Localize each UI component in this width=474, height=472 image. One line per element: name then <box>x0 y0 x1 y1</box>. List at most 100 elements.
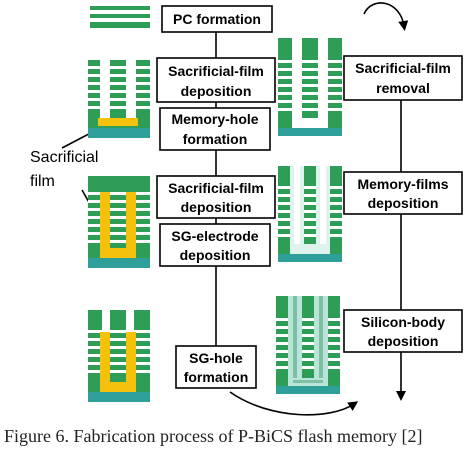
step-silicon-body-deposition: Silicon-body deposition <box>343 309 463 353</box>
silicon-body-bottom <box>293 380 323 383</box>
layer <box>276 318 340 321</box>
memory-film-bottom <box>290 244 330 254</box>
step-label-line1: SG-hole <box>189 350 243 366</box>
step-label-line1: Sacrificial-film <box>355 60 451 76</box>
cross-section-sacrificial-film-deposition <box>88 176 150 268</box>
step-box <box>343 55 463 101</box>
step-sacrificial-film-removal: Sacrificial-film removal <box>343 55 463 101</box>
sacrificial-film <box>126 332 136 390</box>
layer <box>88 370 150 373</box>
silicon-body <box>293 296 297 382</box>
layer <box>276 358 340 361</box>
base-layer <box>276 386 340 394</box>
layer <box>278 194 342 197</box>
layer <box>88 354 150 357</box>
step-sg-hole-formation: SG-hole formation <box>175 345 257 389</box>
layer <box>278 84 342 87</box>
top-curved-arrow <box>363 2 409 31</box>
cross-section-sacrificial-film-removal <box>278 38 342 136</box>
layer <box>278 226 342 229</box>
step-label-line2: deposition <box>180 247 251 263</box>
layer <box>278 218 342 221</box>
step-box <box>343 171 463 215</box>
sg-hole <box>126 310 134 332</box>
layer <box>278 186 342 189</box>
layer <box>276 326 340 329</box>
cross-section-memory-films-deposition <box>278 166 342 262</box>
step-label-line2: deposition <box>181 83 252 99</box>
layer <box>88 192 150 195</box>
silicon-body <box>319 296 323 382</box>
sg-hole <box>102 310 110 332</box>
stack-body <box>90 6 150 28</box>
sacrificial-film <box>100 192 110 256</box>
step-memory-films-deposition: Memory-films deposition <box>343 171 463 215</box>
hole-bottom <box>292 118 328 128</box>
cross-section-pc-formation <box>90 6 150 28</box>
callout-line2: film <box>30 173 55 190</box>
layer <box>278 76 342 79</box>
hole <box>318 38 328 128</box>
layer <box>90 10 150 14</box>
step-sg-electrode-deposition: SG-electrode deposition <box>159 223 271 267</box>
layer <box>88 346 150 349</box>
step-label-line2: formation <box>183 131 248 147</box>
figure-caption: Figure 6. Fabrication process of P-BiCS … <box>4 426 423 446</box>
layer <box>278 108 342 111</box>
step-box <box>156 57 276 103</box>
step-label-line2: deposition <box>368 195 439 211</box>
step-label-line2: deposition <box>368 333 439 349</box>
step-box <box>175 345 257 389</box>
cross-section-memory-hole <box>88 60 150 138</box>
layer <box>278 100 342 103</box>
base-layer <box>88 128 150 138</box>
callout-line1: Sacrificial <box>30 149 98 166</box>
base-layer <box>278 128 342 136</box>
bottom-curved-arrow <box>229 391 359 416</box>
layer <box>88 208 150 211</box>
layer <box>276 350 340 353</box>
step-sacrificial-film-deposition-1: Sacrificial-film deposition <box>156 57 276 103</box>
step-label: PC formation <box>173 11 261 27</box>
sacrificial-film-bottom <box>100 382 136 392</box>
step-box <box>159 223 271 267</box>
step-box <box>161 5 273 33</box>
layer <box>278 202 342 205</box>
layer <box>88 106 150 109</box>
layer <box>88 82 150 85</box>
step-box <box>343 309 463 353</box>
layer <box>276 334 340 337</box>
layer <box>88 74 150 77</box>
layer <box>88 90 150 93</box>
base-layer <box>88 392 150 402</box>
sacrificial-film <box>126 192 136 256</box>
sacrificial-film-bottom <box>100 248 136 258</box>
layer <box>88 66 150 69</box>
sacrificial-film <box>98 118 138 126</box>
layer <box>88 240 150 243</box>
base-layer <box>88 258 150 268</box>
sacrificial-film <box>100 332 110 390</box>
step-label-line2: formation <box>184 369 249 385</box>
hole <box>294 166 300 250</box>
layer <box>88 362 150 365</box>
layer <box>278 234 342 237</box>
layer <box>278 68 342 71</box>
step-label-line1: Memory-films <box>357 176 448 192</box>
layer <box>90 18 150 22</box>
step-label-line1: Sacrificial-film <box>168 180 264 196</box>
layer <box>276 342 340 345</box>
memory-hole <box>100 60 110 118</box>
step-label-line1: Sacrificial-film <box>168 63 264 79</box>
layer <box>88 232 150 235</box>
layer <box>88 200 150 203</box>
step-label-line2: removal <box>376 80 430 96</box>
cross-section-silicon-body-deposition <box>276 296 340 394</box>
step-box <box>156 175 276 219</box>
layer <box>278 210 342 213</box>
hole <box>292 38 302 128</box>
layer <box>88 338 150 341</box>
layer <box>88 98 150 101</box>
layer <box>88 224 150 227</box>
cross-section-sg-hole-formation <box>88 310 150 402</box>
